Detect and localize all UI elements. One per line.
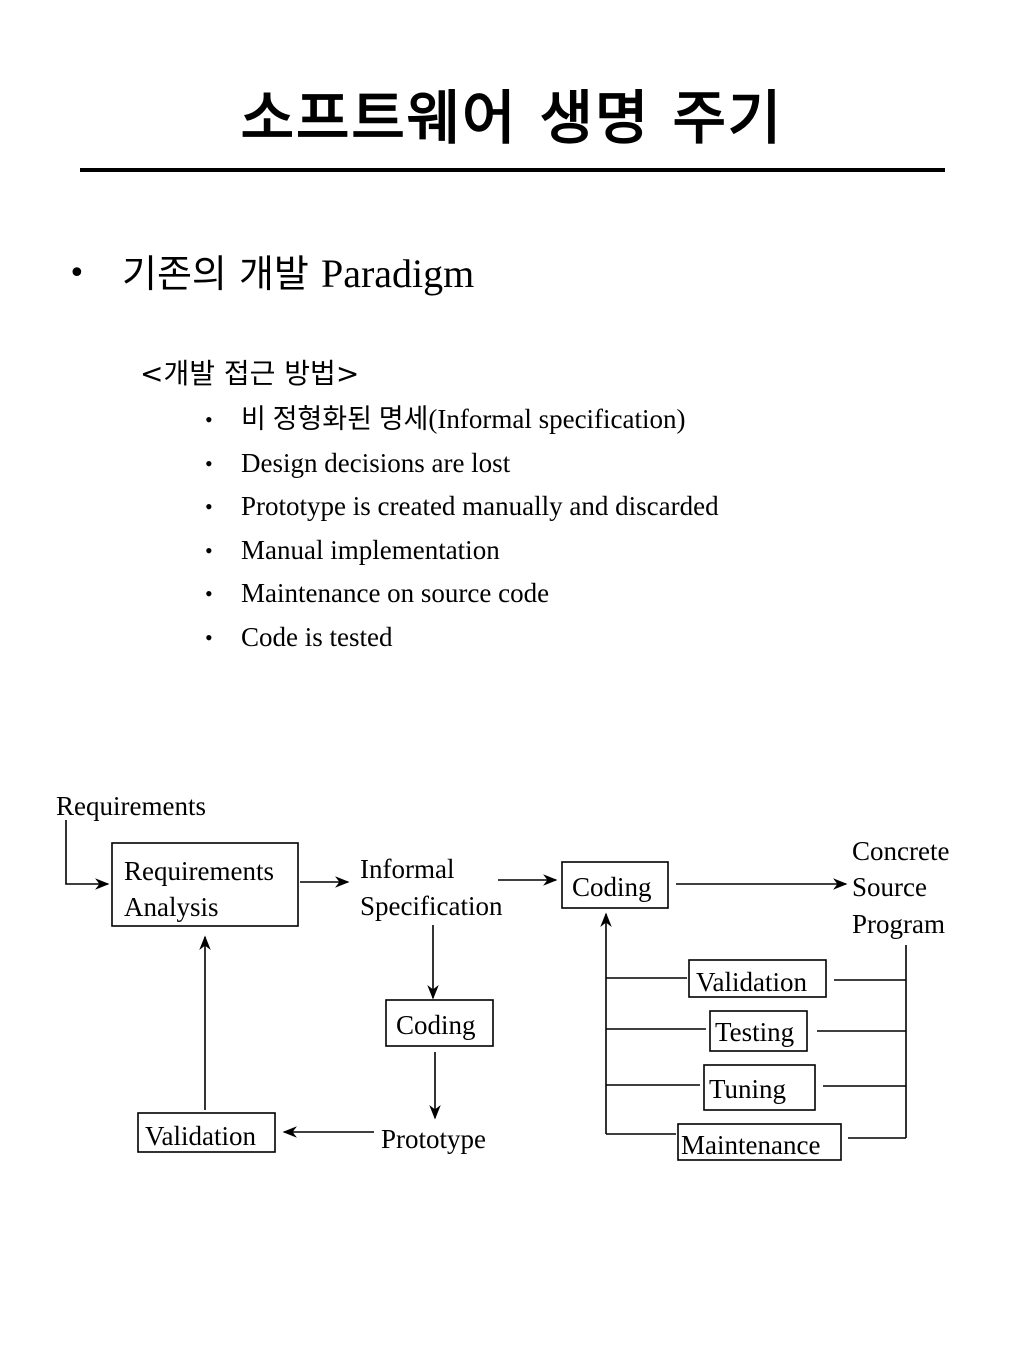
bullet-dot: • (205, 581, 213, 607)
bullet-dot: • (205, 450, 213, 476)
informal-spec-label-1: Informal (360, 854, 454, 884)
validation-left-box (137, 1112, 276, 1153)
tuning-box (703, 1064, 816, 1111)
list-item-text: Design decisions are lost (241, 447, 511, 478)
maintenance-box (677, 1123, 842, 1161)
list-item-text: Prototype is created manually and discar… (241, 491, 719, 522)
coding-top-box (561, 861, 669, 909)
lifecycle-diagram: Requirements Requirements Analysis Infor… (56, 791, 949, 1161)
concrete-source-label-2: Source (852, 872, 927, 902)
list-item-text: Maintenance on source code (241, 578, 550, 609)
coding-top-label: Coding (572, 872, 652, 902)
list-item-text: Code is tested (241, 621, 393, 652)
bullet-dot: • (68, 256, 86, 291)
bullet-dot: • (205, 537, 213, 563)
main-bullet-korean: 기존의 개발 (122, 252, 309, 296)
bullet-dot: • (205, 494, 213, 520)
list-item-text: Manual implementation (241, 534, 500, 565)
maintenance-label: Maintenance (681, 1130, 820, 1160)
concrete-source-label-1: Concrete (852, 836, 949, 866)
tuning-label: Tuning (709, 1074, 786, 1104)
arrow-requirements-to-analysis (65, 820, 110, 890)
bullet-dot: • (205, 407, 213, 432)
validation-left-label: Validation (145, 1121, 256, 1151)
informal-spec-label-2: Specification (360, 891, 503, 921)
main-bullet-latin: Paradigm (320, 251, 475, 296)
concrete-source-label-3: Program (852, 909, 945, 939)
title-divider (80, 168, 945, 172)
requirements-label: Requirements (56, 791, 206, 821)
coding-mid-label: Coding (396, 1010, 476, 1040)
page-title: 소프트웨어 생명 주기 (240, 84, 784, 152)
validation-right-box (688, 959, 827, 998)
coding-mid-box (385, 999, 494, 1047)
requirements-analysis-box (111, 842, 299, 927)
testing-label: Testing (715, 1017, 794, 1047)
bullet-dot: • (205, 624, 213, 650)
testing-box (709, 1010, 808, 1052)
requirements-analysis-label-1: Requirements (124, 856, 274, 886)
requirements-analysis-label-2: Analysis (124, 892, 219, 922)
prototype-label: Prototype (381, 1124, 486, 1154)
list-item-text: 비 정형화된 명세(Informal specification) (241, 404, 686, 434)
validation-right-label: Validation (696, 967, 807, 997)
subheading: <개발 접근 방법> (140, 357, 360, 390)
main-bullet-text: 기존의 개발 Paradigm (122, 246, 474, 302)
